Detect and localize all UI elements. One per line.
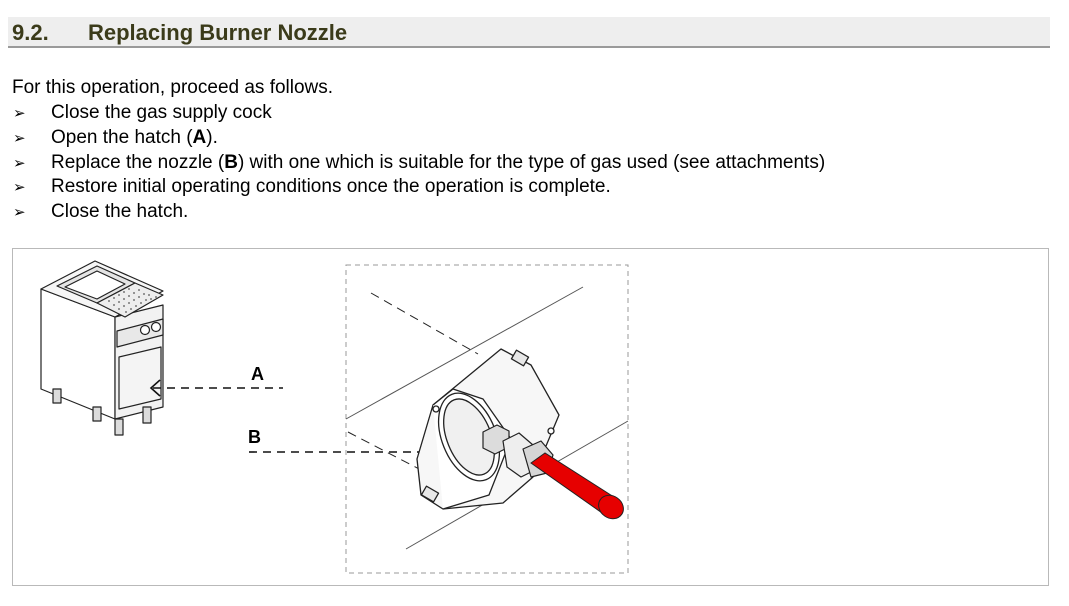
- arrow-bullet-icon: ➢: [13, 153, 26, 172]
- section-title: Replacing Burner Nozzle: [88, 20, 348, 45]
- leader-line-a: [149, 379, 283, 397]
- intro-text: For this operation, proceed as follows.: [12, 77, 334, 98]
- section-heading: 9.2. Replacing Burner Nozzle: [8, 17, 1050, 48]
- label-a: A: [251, 364, 264, 384]
- red-nozzle-tube: [530, 452, 624, 520]
- label-b: B: [248, 427, 261, 447]
- step-text: Replace the nozzle (B) with one which is…: [51, 151, 826, 173]
- figure-illustration: [40, 260, 629, 574]
- step-text: Open the hatch (A).: [51, 126, 218, 148]
- step-text: Close the hatch.: [51, 201, 189, 223]
- fryer-appliance-icon: [40, 260, 164, 436]
- callout-ref: B: [224, 151, 238, 173]
- fryer-perforation: [108, 288, 157, 313]
- section-number: 9.2.: [12, 20, 49, 45]
- arrow-bullet-icon: ➢: [13, 178, 26, 197]
- arrow-bullet-icon: ➢: [13, 203, 26, 222]
- arrow-bullet-icon: ➢: [13, 104, 26, 122]
- step-text: Restore initial operating conditions onc…: [51, 176, 611, 198]
- arrow-bullet-icon: ➢: [13, 128, 26, 147]
- callout-ref: A: [192, 126, 207, 148]
- figure-frame: A B: [12, 248, 1049, 586]
- step-text: Close the gas supply cock: [51, 102, 272, 123]
